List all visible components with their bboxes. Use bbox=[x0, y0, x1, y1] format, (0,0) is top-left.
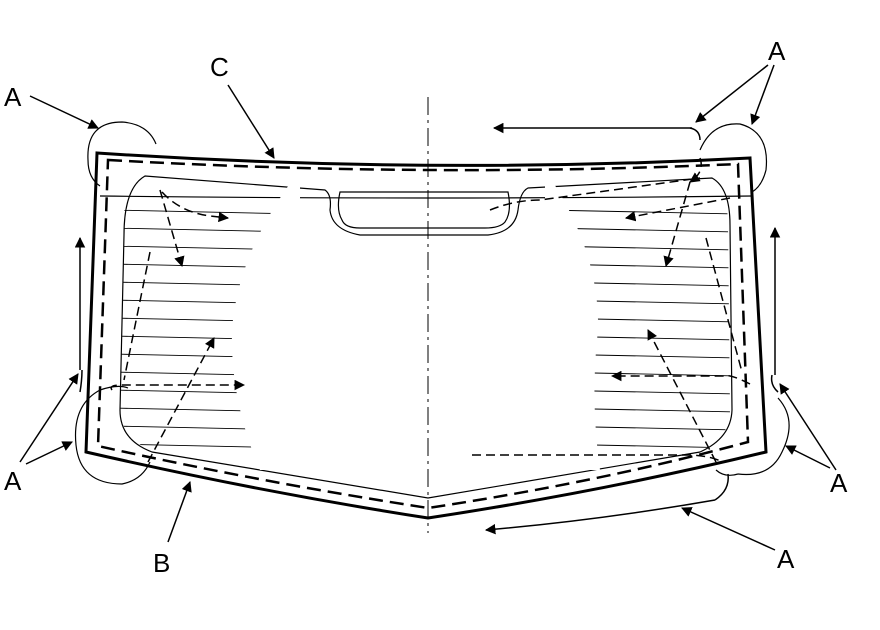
corner-zones bbox=[74, 121, 790, 485]
grid-mask-left bbox=[231, 170, 300, 470]
solid-arrows bbox=[74, 122, 781, 535]
defroster-area bbox=[119, 175, 733, 499]
glass-outline bbox=[84, 151, 768, 520]
label-a-bottom-right: A bbox=[830, 468, 848, 498]
perimeter-guides bbox=[79, 127, 779, 501]
label-c: C bbox=[210, 52, 229, 82]
top-band-line bbox=[99, 195, 753, 199]
adhesive-dashed-line bbox=[96, 158, 750, 510]
leader-arrows bbox=[19, 64, 837, 551]
label-a-top-right: A bbox=[768, 36, 786, 66]
label-a-bottom: A bbox=[777, 544, 795, 574]
grid-mask-right bbox=[545, 170, 600, 470]
label-a-top-left: A bbox=[4, 82, 22, 112]
label-b: B bbox=[153, 548, 170, 578]
label-a-bottom-left: A bbox=[4, 466, 22, 496]
camera-notch bbox=[337, 191, 511, 229]
dashed-arrows bbox=[110, 157, 751, 463]
